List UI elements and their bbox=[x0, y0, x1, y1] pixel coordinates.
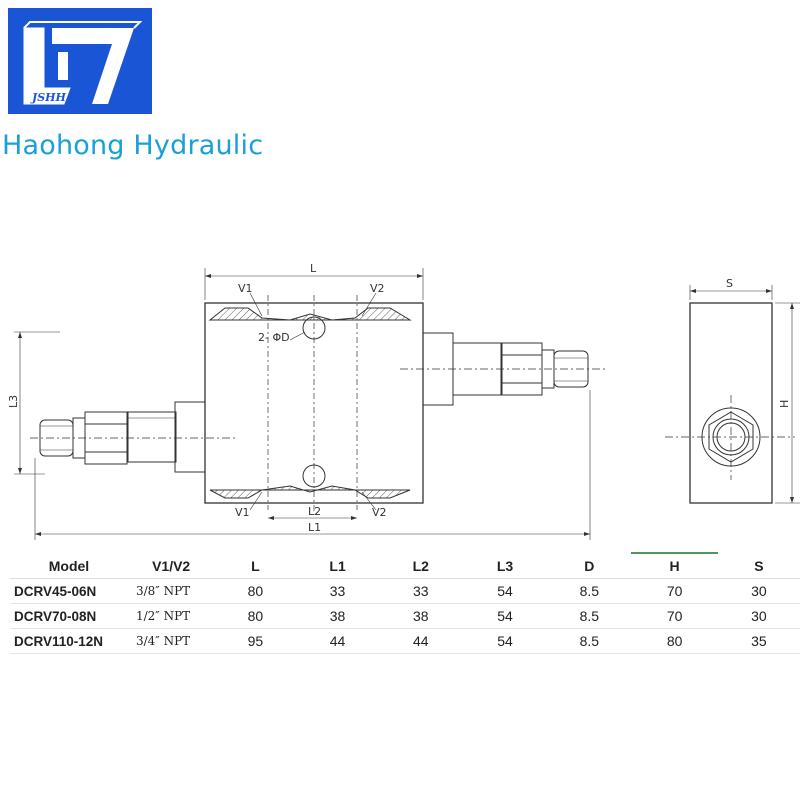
header-D: D bbox=[547, 553, 632, 579]
cell-L2: 33 bbox=[378, 578, 463, 604]
header-S: S bbox=[717, 553, 800, 579]
jshh-logo: JSHH bbox=[8, 8, 152, 114]
header-model: Model bbox=[10, 553, 128, 579]
cell-L2: 44 bbox=[378, 628, 463, 654]
cell-L: 95 bbox=[214, 628, 297, 654]
header-L1: L1 bbox=[296, 553, 379, 579]
cell-port: 1/2″ NPT bbox=[127, 603, 215, 629]
header-H: H bbox=[631, 552, 718, 579]
dim-label-S: S bbox=[726, 277, 733, 290]
dim-label-H: H bbox=[778, 400, 791, 408]
table-row: DCRV70-08N 1/2″ NPT 80 38 38 54 8.5 70 3… bbox=[10, 603, 800, 629]
dim-label-L3: L3 bbox=[7, 395, 20, 408]
cell-D: 8.5 bbox=[547, 603, 632, 629]
cell-H: 70 bbox=[631, 578, 718, 604]
cell-L1: 44 bbox=[296, 628, 379, 654]
header-L3: L3 bbox=[462, 553, 548, 579]
cell-L: 80 bbox=[214, 578, 297, 604]
cell-L: 80 bbox=[214, 603, 297, 629]
cell-H: 70 bbox=[631, 603, 718, 629]
side-view-body bbox=[689, 302, 773, 504]
cell-L1: 33 bbox=[296, 578, 379, 604]
brand-name: Haohong Hydraulic bbox=[2, 130, 264, 161]
cell-L3: 54 bbox=[462, 603, 548, 629]
table-row: DCRV45-06N 3/8″ NPT 80 33 33 54 8.5 70 3… bbox=[10, 578, 800, 604]
cell-L2: 38 bbox=[378, 603, 463, 629]
dim-label-L: L bbox=[310, 262, 317, 275]
cell-L3: 54 bbox=[462, 628, 548, 654]
dim-label-V2-top: V2 bbox=[370, 282, 385, 295]
dim-label-hole: 2- ΦD bbox=[258, 331, 290, 344]
cell-S: 30 bbox=[717, 578, 800, 604]
dim-label-V2-bottom: V2 bbox=[372, 506, 387, 519]
dim-label-V1-top: V1 bbox=[238, 282, 253, 295]
header-port: V1/V2 bbox=[127, 553, 215, 579]
cell-D: 8.5 bbox=[547, 578, 632, 604]
spec-table: Model V1/V2 L L1 L2 L3 D H S DCRV45-06N … bbox=[10, 552, 800, 654]
dim-label-L2: L2 bbox=[308, 505, 321, 518]
cell-S: 35 bbox=[717, 628, 800, 654]
cell-model: DCRV45-06N bbox=[10, 578, 128, 604]
cell-port: 3/8″ NPT bbox=[127, 578, 215, 604]
cell-L3: 54 bbox=[462, 578, 548, 604]
cell-S: 30 bbox=[717, 603, 800, 629]
cell-L1: 38 bbox=[296, 603, 379, 629]
cell-model: DCRV110-12N bbox=[10, 628, 128, 654]
cell-port: 3/4″ NPT bbox=[127, 628, 215, 654]
cell-H: 80 bbox=[631, 628, 718, 654]
dim-label-L1: L1 bbox=[308, 521, 321, 534]
table-header-row: Model V1/V2 L L1 L2 L3 D H S bbox=[10, 552, 800, 579]
header-L2: L2 bbox=[378, 553, 463, 579]
logo-text: JSHH bbox=[30, 91, 67, 104]
cell-D: 8.5 bbox=[547, 628, 632, 654]
cell-model: DCRV70-08N bbox=[10, 603, 128, 629]
dim-label-V1-bottom: V1 bbox=[235, 506, 250, 519]
header-L: L bbox=[214, 553, 297, 579]
table-row: DCRV110-12N 3/4″ NPT 95 44 44 54 8.5 80 … bbox=[10, 628, 800, 654]
valve-technical-drawing: L V1 V2 2- ΦD V1 L2 V2 L1 L3 S H bbox=[7, 262, 800, 540]
